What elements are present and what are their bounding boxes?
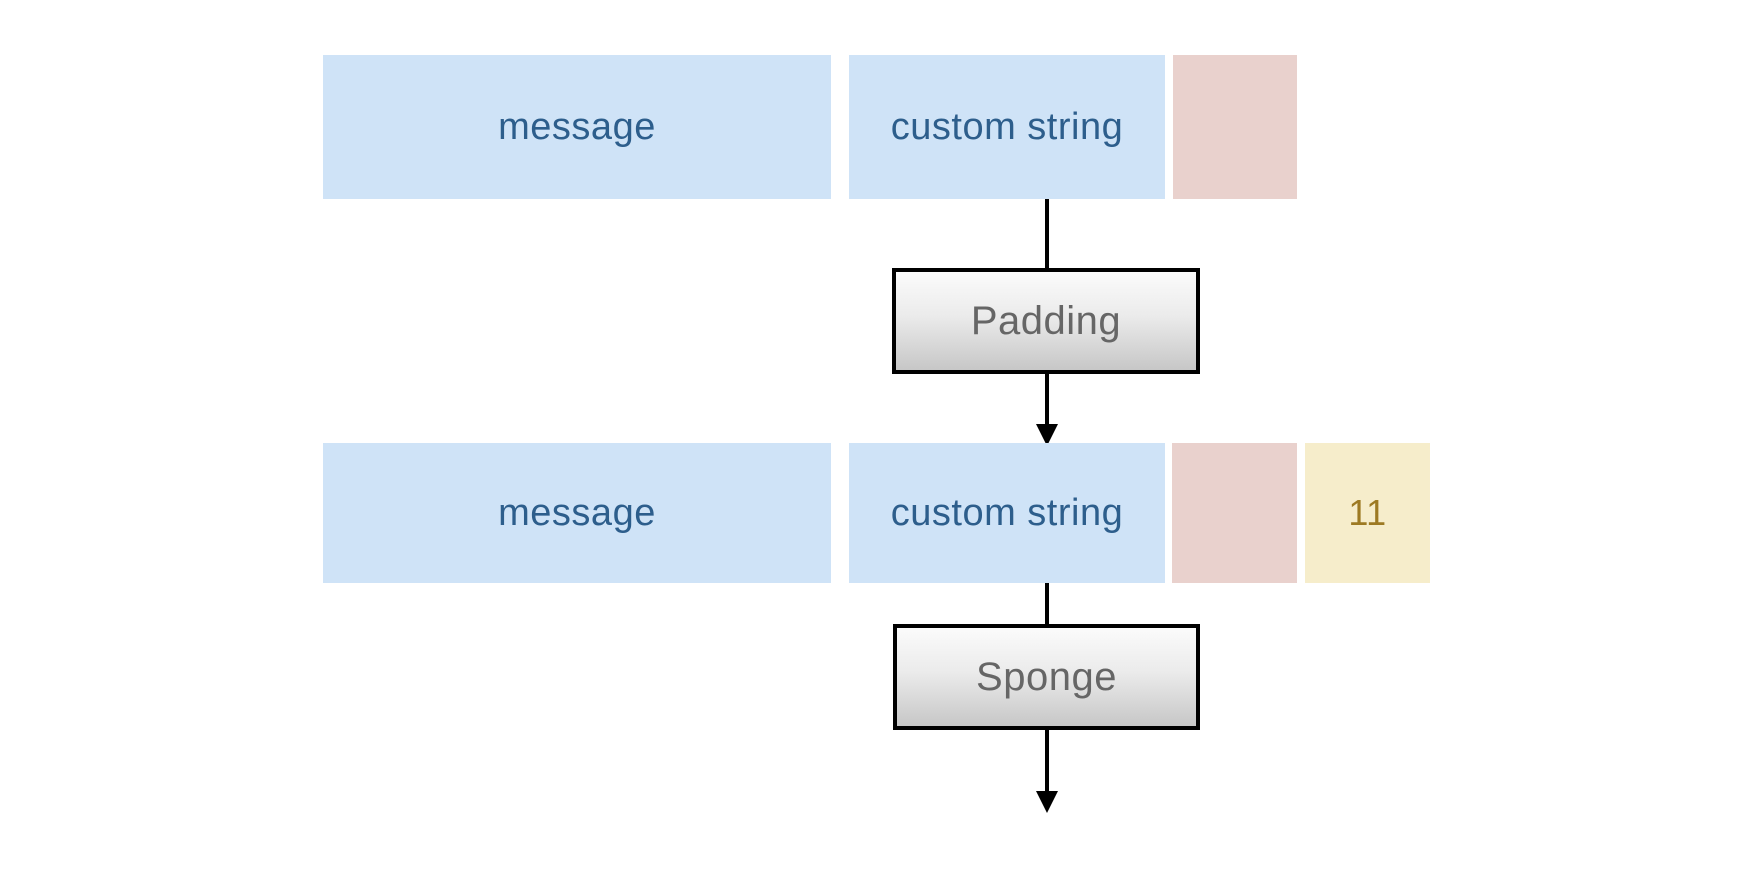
arrow-padding-to-row2-head (1036, 424, 1058, 446)
connector-row1-to-padding (1045, 199, 1049, 268)
row1-message-label: message (498, 105, 656, 148)
arrow-padding-to-row2-line (1045, 374, 1049, 424)
arrow-sponge-output-head (1036, 791, 1058, 813)
connector-row2-to-sponge (1045, 583, 1049, 624)
row2-custom-string-block: custom string (849, 443, 1165, 583)
row2-suffix-value: 11 (1348, 492, 1387, 533)
row1-pink-block (1173, 55, 1297, 199)
sponge-process-box: Sponge (893, 624, 1200, 730)
arrow-sponge-output-line (1045, 730, 1049, 791)
row2-message-label: message (498, 491, 656, 534)
padding-label: Padding (970, 298, 1122, 343)
padding-process-box: Padding (892, 268, 1200, 374)
sponge-label: Sponge (976, 654, 1117, 699)
row2-suffix-block: 11 (1305, 443, 1430, 583)
row2-message-block: message (323, 443, 831, 583)
row1-custom-string-block: custom string (849, 55, 1165, 199)
row2-pink-block (1172, 443, 1297, 583)
row2-custom-string-label: custom string (890, 491, 1124, 534)
row1-message-block: message (323, 55, 831, 199)
row1-custom-string-label: custom string (890, 105, 1124, 148)
